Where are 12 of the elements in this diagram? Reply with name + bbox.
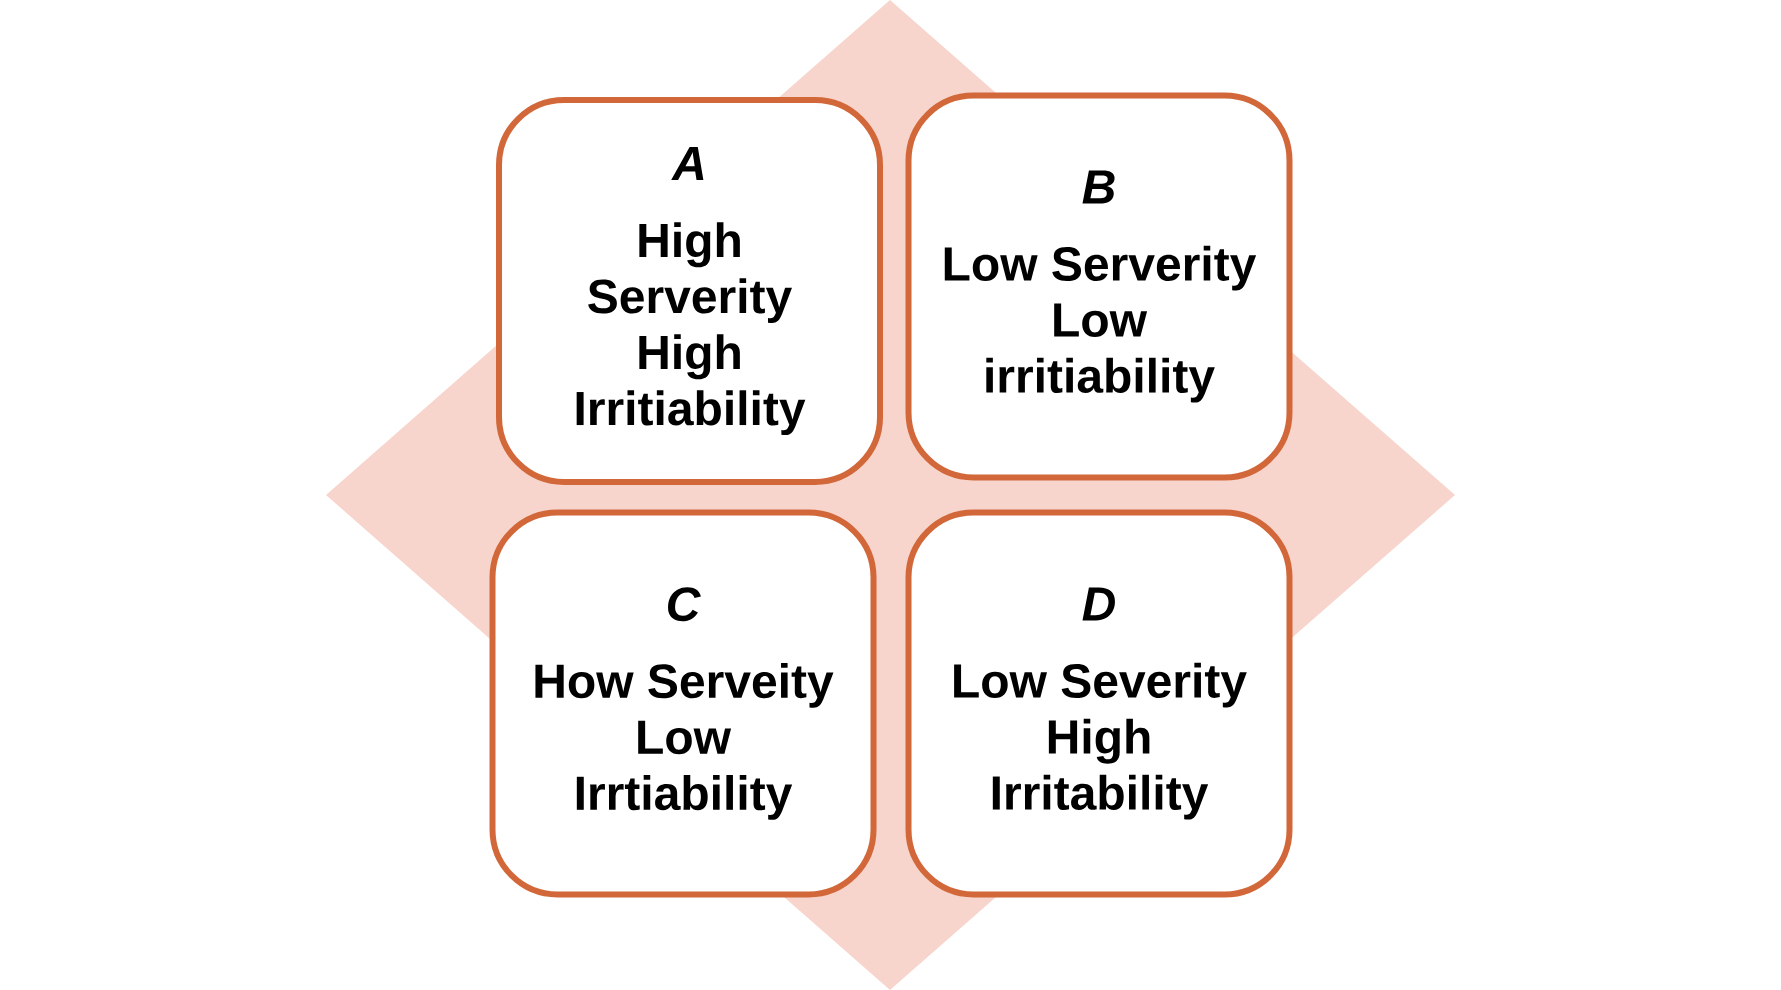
rounded-box xyxy=(496,97,883,485)
rounded-box xyxy=(489,509,877,898)
rounded-box xyxy=(905,92,1293,481)
quadrant-letter: A xyxy=(671,147,704,180)
quadrant-letter: C xyxy=(668,587,701,622)
quadrant-letter: B xyxy=(1082,170,1115,204)
quadrant-label: How Serveity Low Irrtiability xyxy=(535,663,834,820)
quadrant-label: Low Serverity Low irritiability xyxy=(944,245,1257,403)
quadrant-label: Low Severity High Irritability xyxy=(954,662,1247,820)
quadrant-letter: D xyxy=(1082,587,1115,621)
rounded-box xyxy=(905,509,1293,898)
quadrant-label: High Serverity High Irritiability xyxy=(576,222,806,436)
